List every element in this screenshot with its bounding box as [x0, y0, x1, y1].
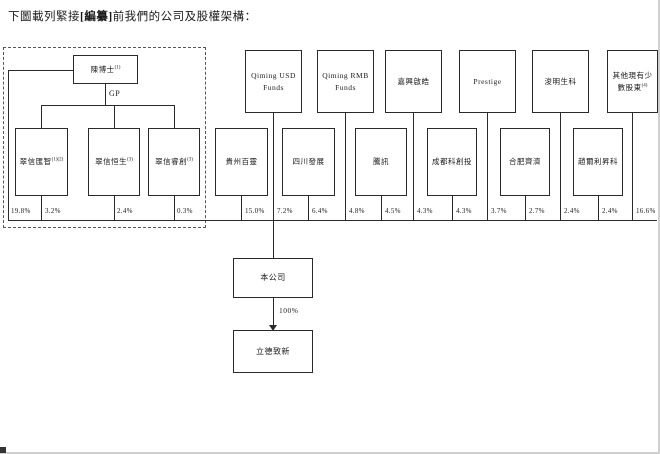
footnote-marker: (1)(2)	[51, 157, 64, 163]
shareholder-box-guizhou-bailing: 貴州百靈	[215, 128, 268, 196]
page-title: 下圖載列緊接[編纂]前我們的公司及股權架構：	[8, 8, 257, 24]
shareholder-label: 貴州百靈	[225, 157, 258, 167]
connector-chengdu-to-bus	[452, 196, 453, 220]
shareholder-label: 其他現有少數股東(4)	[612, 71, 653, 92]
connector-entity1-to-bus	[41, 196, 42, 220]
shareholder-label: 翠信睿創(3)	[155, 157, 193, 167]
founder-label: 陳博士(1)	[90, 64, 121, 74]
shareholder-box-sichuan-fazhan: 四川發展	[282, 128, 335, 196]
connector-tencent-to-bus	[381, 196, 382, 220]
connector-entity1-drop	[41, 105, 42, 128]
shareholder-box-prestige: Prestige	[459, 50, 516, 113]
shareholder-label: Qiming USD Funds	[251, 71, 296, 92]
title-prefix: 下圖載列緊接	[8, 11, 80, 23]
pct-qiming-usd: 7.2%	[277, 207, 293, 215]
shareholder-label: 翠信匯智(1)(2)	[19, 157, 64, 167]
connector-others-to-bus	[632, 113, 633, 220]
connector-founder-left-horizontal	[8, 70, 73, 71]
shareholder-box-junming: 浚明生科	[532, 50, 589, 113]
connector-zhao-to-bus	[598, 196, 599, 220]
subsidiary-ownership-pct: 100%	[279, 306, 299, 315]
shareholder-box-zhaoerlishengke: 趙爾利昇科	[573, 128, 623, 196]
connector-entity2-drop	[114, 105, 115, 128]
connector-bus-line	[8, 220, 657, 221]
pct-zhao: 2.4%	[602, 207, 618, 215]
shareholder-label: Qiming RMB Funds	[322, 71, 369, 92]
connector-jiaxing-to-bus	[413, 113, 414, 220]
shareholder-box-jiaxing: 嘉興啟皓	[385, 50, 442, 113]
page-edge-right	[658, 0, 660, 454]
connector-junming-to-bus	[560, 113, 561, 220]
company-box: 本公司	[233, 258, 313, 298]
shareholder-box-qiming-usd-funds: Qiming USD Funds	[245, 50, 302, 113]
shareholder-label: Prestige	[473, 76, 502, 86]
connector-bus-to-company	[273, 220, 274, 258]
subsidiary-box: 立德致新	[233, 330, 313, 373]
shareholder-label: 翠信恒生(3)	[95, 157, 133, 167]
connector-entity2-to-bus	[114, 196, 115, 220]
pct-entity3: 0.3%	[177, 207, 193, 215]
shareholder-box-cuixin-hengsheng: 翠信恒生(3)	[88, 128, 140, 196]
pct-jiaxing: 4.3%	[417, 207, 433, 215]
connector-entity3-to-bus	[174, 196, 175, 220]
pct-sichuan: 6.4%	[312, 207, 328, 215]
shareholder-box-other-minority: 其他現有少數股東(4)	[607, 50, 658, 113]
connector-founder-drop	[105, 84, 106, 105]
page-edge-bottom	[0, 452, 660, 454]
footnote-marker: (3)	[187, 157, 193, 163]
connector-guizhou-to-bus	[241, 196, 242, 220]
shareholder-box-cuixin-ruichuang: 翠信睿創(3)	[148, 128, 200, 196]
pct-prestige: 3.7%	[491, 207, 507, 215]
shareholder-label: 嘉興啟皓	[397, 76, 430, 86]
arrow-down-icon	[269, 325, 277, 331]
connector-gp-branch	[41, 105, 175, 106]
pct-tencent: 4.5%	[385, 207, 401, 215]
company-label: 本公司	[260, 273, 286, 282]
gp-label: GP	[109, 89, 121, 98]
shareholder-box-qiming-rmb-funds: Qiming RMB Funds	[317, 50, 374, 113]
footnote-marker: (3)	[127, 157, 133, 163]
shareholder-label: 成都科創投	[432, 157, 472, 167]
title-suffix: 前我們的公司及股權架構：	[112, 11, 257, 23]
corner-artifact	[0, 447, 6, 453]
pct-junming: 2.4%	[564, 207, 580, 215]
shareholder-label: 四川發展	[292, 157, 325, 167]
shareholder-label: 合肥齊濟	[509, 157, 541, 167]
connector-founder-direct-line	[8, 70, 9, 220]
pct-qiming-rmb: 4.8%	[349, 207, 365, 215]
shareholder-label: 浚明生科	[544, 76, 577, 86]
shareholder-box-chengdu-kechuangtou: 成都科創投	[427, 128, 477, 196]
footnote-marker: (1)	[114, 65, 121, 71]
connector-hefei-to-bus	[525, 196, 526, 220]
connector-sichuan-to-bus	[308, 196, 309, 220]
connector-qiming-rmb-to-bus	[345, 113, 346, 220]
title-redaction: [編纂]	[80, 11, 113, 23]
pct-chengdu: 4.3%	[456, 207, 472, 215]
connector-company-to-subsidiary	[273, 298, 274, 326]
connector-entity3-drop	[174, 105, 175, 128]
pct-others: 16.6%	[636, 207, 656, 215]
connector-qiming-usd-to-bus	[273, 113, 274, 220]
subsidiary-label: 立德致新	[256, 346, 290, 356]
shareholder-box-tencent: 騰訊	[355, 128, 407, 196]
founder-group-dashed-frame	[3, 47, 206, 228]
pct-entity1: 3.2%	[45, 207, 61, 215]
shareholder-label: 趙爾利昇科	[578, 157, 618, 167]
pct-entity2: 2.4%	[117, 207, 133, 215]
footnote-marker: (4)	[641, 83, 648, 88]
connector-prestige-to-bus	[487, 113, 488, 220]
pct-guizhou: 15.0%	[245, 207, 265, 215]
shareholder-box-cuixin-huizhi: 翠信匯智(1)(2)	[15, 128, 68, 196]
shareholder-label: 騰訊	[373, 157, 389, 167]
pct-hefei: 2.7%	[529, 207, 545, 215]
shareholder-box-hefei-qiji: 合肥齊濟	[500, 128, 550, 196]
pct-founder-direct: 19.8%	[11, 207, 31, 215]
founder-box: 陳博士(1)	[73, 55, 138, 84]
